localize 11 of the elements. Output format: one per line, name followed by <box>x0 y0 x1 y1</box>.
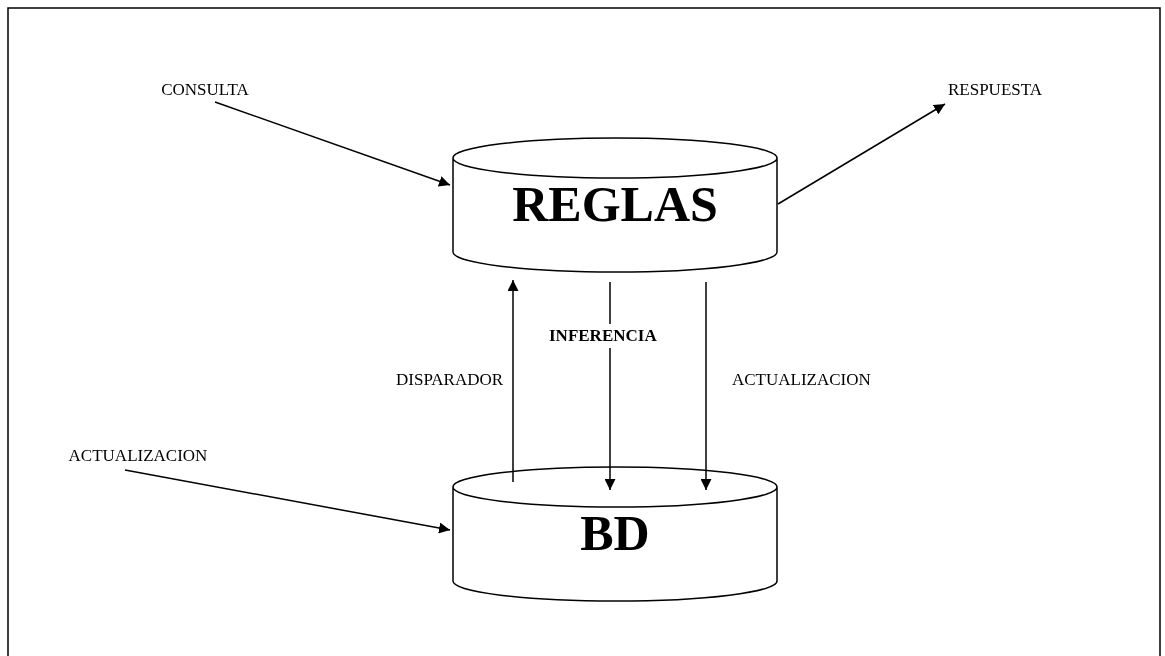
arrow <box>777 103 946 205</box>
arrow <box>700 281 712 491</box>
flow-label: ACTUALIZACION <box>38 444 238 468</box>
arrow <box>507 279 519 483</box>
flow-label: RESPUESTA <box>925 78 1065 102</box>
database-label: REGLAS <box>511 179 719 229</box>
flow-label: CONSULTA <box>130 78 280 102</box>
arrow <box>124 469 451 534</box>
arrow <box>604 281 616 491</box>
arrow <box>214 101 451 187</box>
database-label: BD <box>579 508 651 558</box>
